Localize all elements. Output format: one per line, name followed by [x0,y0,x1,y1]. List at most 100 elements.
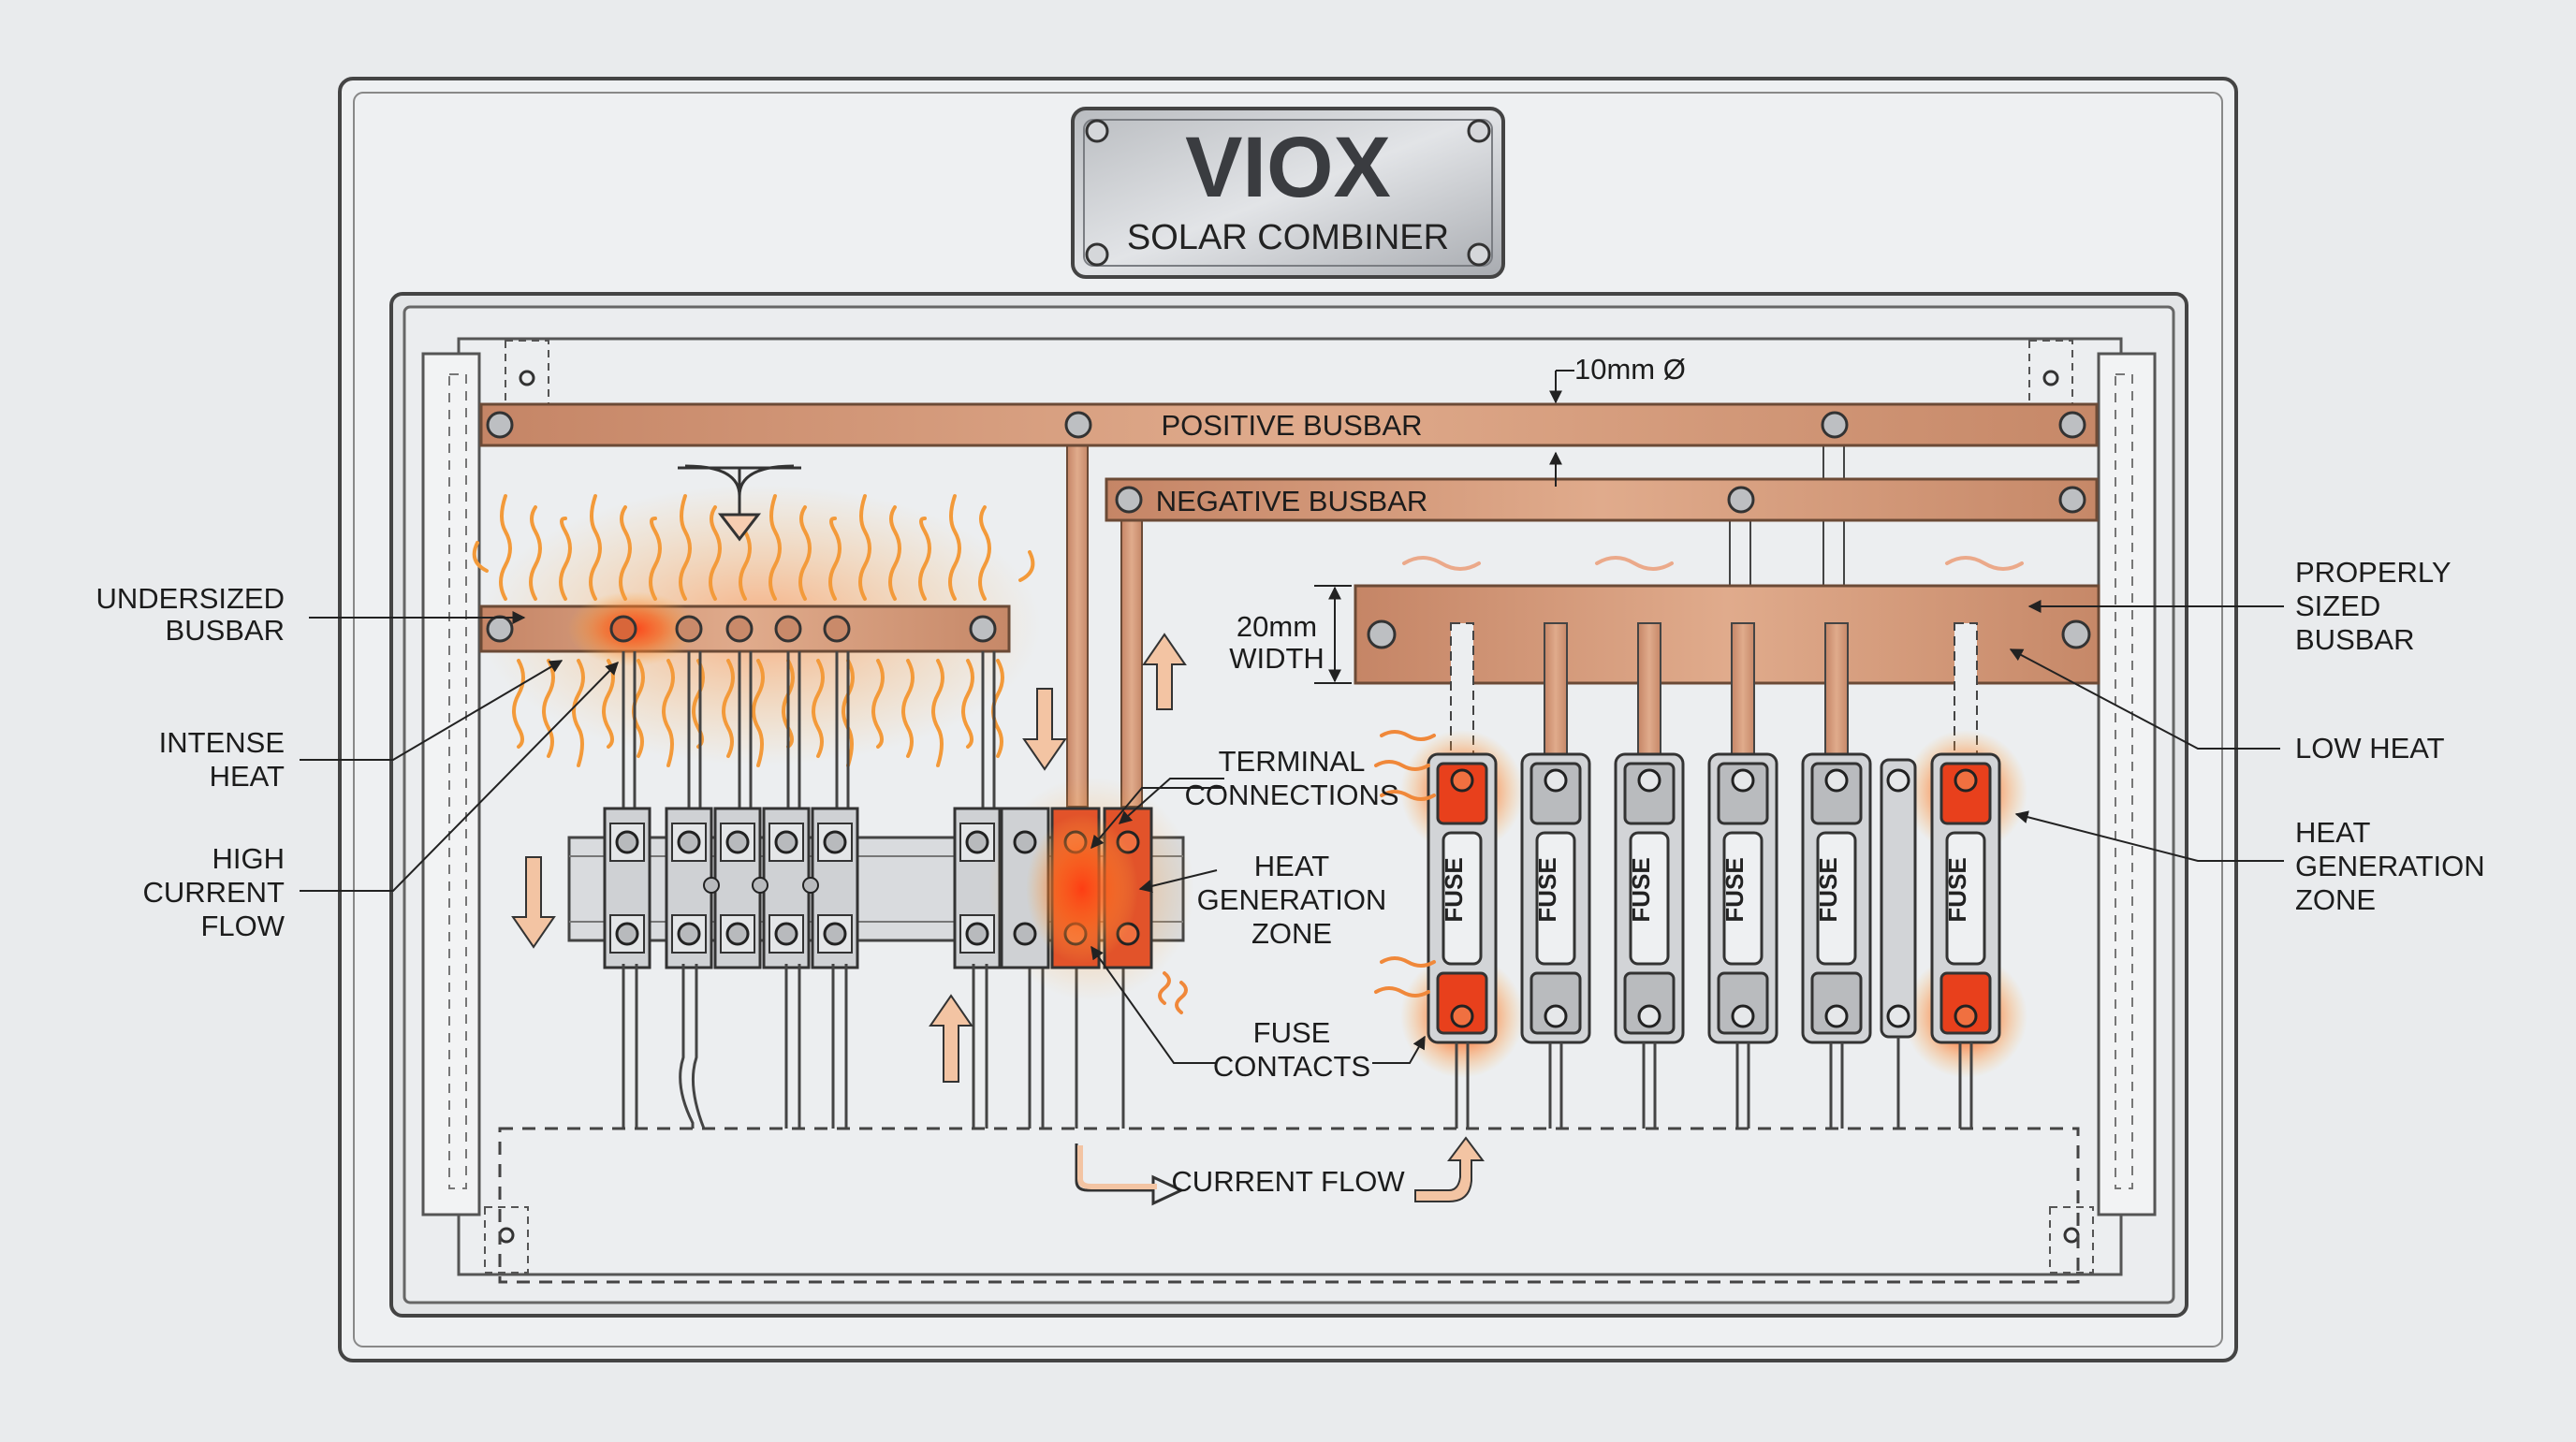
heat-wave-down [752,659,765,767]
fuse-screw [1731,1004,1755,1028]
fuse-strap [1544,622,1568,755]
fuse-strap [1731,622,1755,755]
heat-zone-right-line3: ZONE [2295,883,2376,916]
fuse-label: FUSE [1533,857,1561,922]
heat-wave-up [888,505,901,601]
terminal-line1: TERMINAL [1219,745,1366,778]
spacer-screw [1886,1004,1910,1028]
heat-glow [1026,814,1138,964]
terminal-screw [823,830,847,854]
heat-wave-down [572,659,585,767]
diameter-dimension: 10mm Ø [1549,353,1686,487]
undersized-line2: BUSBAR [166,614,285,647]
negative-busbar-label: NEGATIVE BUSBAR [1156,485,1428,517]
intense-heat-line2: HEAT [210,760,285,793]
heat-zone-mid-line2: GENERATION [1197,883,1387,916]
heat-wave-down [662,659,675,767]
terminal-screw [725,922,750,946]
heat-wave-up [978,505,991,601]
fuse-contacts-line2: CONTACTS [1213,1050,1370,1083]
diameter-label: 10mm Ø [1574,353,1686,386]
heat-zone-right-line2: GENERATION [2295,850,2485,882]
jumper-screw [752,877,768,894]
heat-wave-down [901,659,915,758]
high-current-line1: HIGH [212,842,285,875]
fuse-bottom-contact [1436,971,1488,1035]
width-dimension: 20mm WIDTH [1229,585,1352,684]
heat-wave-up [918,517,931,601]
fuse-label: FUSE [1814,857,1842,922]
fuse-cartridge [1629,831,1670,966]
undersized-busbar [479,591,1011,666]
high-current-line3: FLOW [200,910,285,942]
flow-arrows: CURRENT FLOW [511,464,1485,1206]
fuse-screw [1824,768,1849,793]
heat-zone-mid-line1: HEAT [1254,850,1329,882]
fuse-cartridge [1442,831,1483,966]
copper-straps [1066,431,1845,808]
terminal-screw [615,922,639,946]
callout-text: UNDERSIZED BUSBAR INTENSE HEAT HIGH CURR… [95,556,2484,1083]
low-heat-label: LOW HEAT [2295,732,2445,765]
spacer-link [1880,758,1917,1039]
heat-wave-up [858,494,871,601]
heat-wave-up [679,494,692,601]
terminal-screw [774,922,798,946]
fuse-cartridge [1722,831,1764,966]
width-label-line1: 20mm [1237,610,1317,643]
fuse-bottom-contact [1810,971,1863,1035]
fuse-cartridge [1535,831,1576,966]
heat-wave-up [649,517,662,601]
terminal-screw [1013,922,1037,946]
heat-wave-up [619,505,632,601]
positive-busbar: POSITIVE BUSBAR [479,402,2099,447]
fuse-top-contact [1530,762,1582,825]
callouts [300,600,2284,1064]
fuse-top-contact [1810,762,1863,825]
heat-wave-down [871,659,885,749]
fuse-strap [1637,622,1661,755]
fuse-bottom-contact [1623,971,1676,1035]
fuse-screw [1544,768,1568,793]
jumper-screw [703,877,720,894]
current-flow-label: CURRENT FLOW [1171,1165,1405,1198]
fuse-bottom-contact [1530,971,1582,1035]
fuse-screw [1731,768,1755,793]
width-label-line2: WIDTH [1229,642,1325,675]
fuse-contacts-line1: FUSE [1253,1016,1331,1049]
properly-sized-line1: PROPERLY [2295,556,2452,589]
fuse-screw [1450,768,1474,793]
negative-busbar: NEGATIVE BUSBAR [1105,477,2099,522]
fuse-strap [1824,622,1849,755]
left-terminal-assembly [567,651,1194,1129]
heat-wave-down [722,659,735,758]
fuse-bottom-contact [1717,971,1769,1035]
heat-wave-down [961,659,974,749]
terminal-screw [1013,830,1037,854]
terminal-screw [965,922,989,946]
terminal-screw [965,830,989,854]
fuse-bottom-contact [1939,971,1992,1035]
fuse-screw [1637,1004,1661,1028]
terminal-screw [677,922,701,946]
spacer-screw [1886,768,1910,793]
heat-wave-up [828,517,842,601]
fuse-screw [1954,768,1978,793]
heat-wave-up [798,505,812,601]
terminal-screw [677,830,701,854]
heat-wave-down [542,659,555,758]
fuse-screw [1450,1004,1474,1028]
fuse-top-contact [1436,762,1488,825]
fuse-cartridge [1945,831,1986,966]
heat-zone-right-line1: HEAT [2295,816,2370,849]
heat-wave-down [782,659,795,749]
heat-wave-up [768,494,782,601]
heat-wave-up [559,517,572,601]
fuse-label: FUSE [1943,857,1971,922]
terminal-screw [725,830,750,854]
heat-wave-down [931,659,944,767]
properly-sized-line2: SIZED [2295,590,2380,622]
